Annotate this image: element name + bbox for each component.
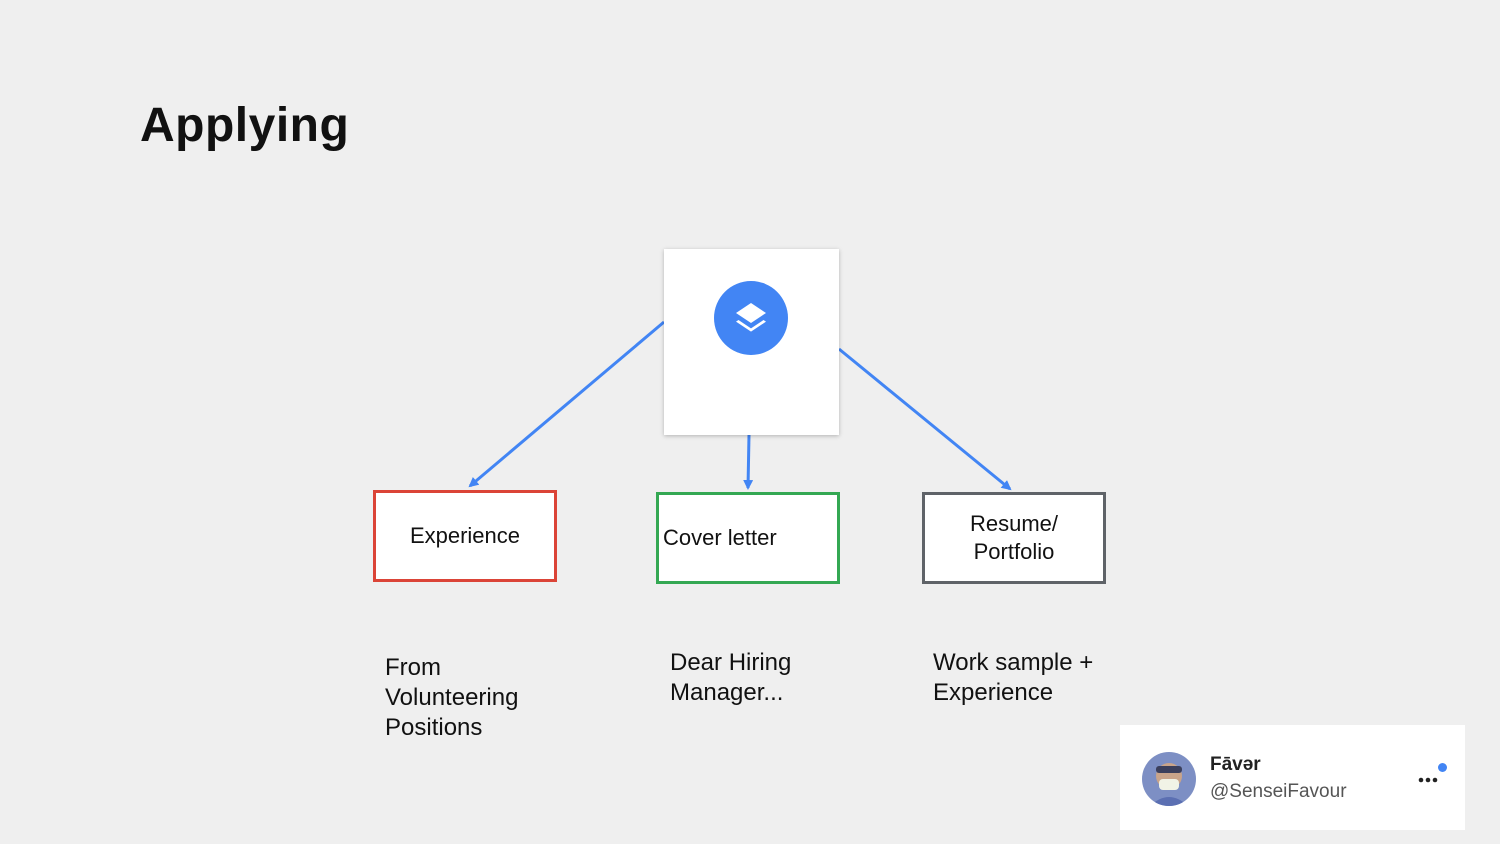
node-experience: Experience [373,490,557,582]
arrow-to-cover [743,434,754,490]
arrow-to-experience [468,320,665,488]
profile-card[interactable]: Fāvər @SenseiFavour [1120,725,1465,830]
note-cover-letter: Dear Hiring Manager... [670,649,792,706]
more-horizontal-icon[interactable] [1417,763,1447,793]
note-resume-portfolio: Work sample + Experience [933,649,1094,706]
arrow-to-resume [838,347,1012,491]
node-resume-portfolio-label: Resume/ Portfolio [969,511,1059,564]
node-experience-label: Experience [409,523,521,548]
note-experience: From Volunteering Positions [385,654,519,741]
layers-icon [714,281,788,355]
profile-handle: @SenseiFavour [1210,781,1347,802]
hub-card [664,249,839,435]
node-cover-letter-label: Cover letter [663,525,777,550]
node-cover-letter: Cover letter [656,492,840,584]
avatar[interactable] [1142,752,1196,806]
node-resume-portfolio: Resume/ Portfolio [922,492,1106,584]
slide-title: Applying [140,99,350,152]
notification-dot [1438,763,1447,772]
profile-name: Fāvər [1210,754,1261,775]
